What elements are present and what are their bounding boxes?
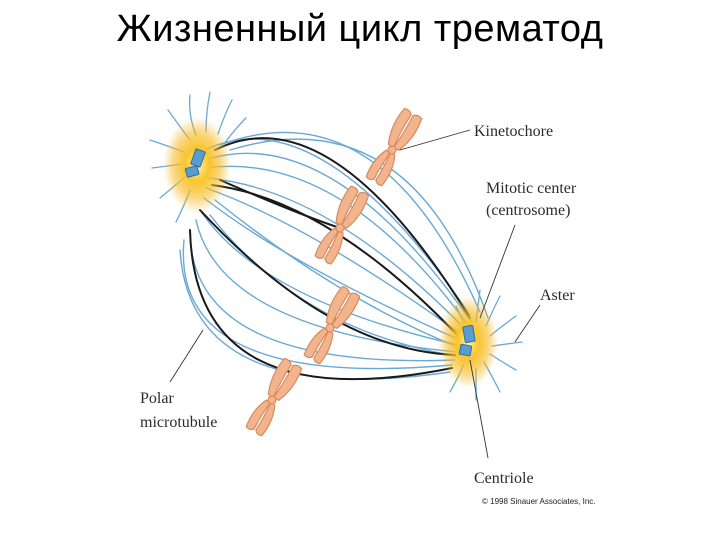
- label-centrosome: (centrosome): [486, 202, 570, 219]
- leader-centriole: [469, 359, 489, 459]
- label-polar: Polar: [140, 390, 174, 407]
- copyright-notice: © 1998 Sinauer Associates, Inc.: [482, 497, 596, 506]
- mitotic-center-right: [438, 296, 498, 388]
- slide-title: Жизненный цикл трематод: [116, 8, 604, 50]
- leader-lines: [169, 129, 541, 459]
- leader-aster: [514, 304, 541, 343]
- centriole-left-b: [184, 165, 200, 178]
- polar-microtubules: [179, 131, 489, 380]
- leader-kinetochore: [399, 129, 471, 151]
- chromosome-4: [245, 358, 303, 437]
- label-centriole: Centriole: [474, 470, 534, 487]
- leader-mitotic-center: [479, 224, 516, 319]
- chromosome-3: [303, 286, 361, 365]
- label-microtubule: microtubule: [140, 414, 217, 431]
- label-kinetochore: Kinetochore: [474, 123, 553, 140]
- leader-polar-microtubule: [169, 329, 204, 383]
- mitotic-center-left: [163, 117, 231, 213]
- label-mitotic-center: Mitotic center: [486, 180, 577, 197]
- chromosome-2: [314, 185, 370, 265]
- label-aster: Aster: [540, 287, 575, 304]
- centriole-right-b: [458, 343, 473, 357]
- centriole-right-a: [462, 324, 476, 344]
- chromosome-1: [365, 108, 423, 187]
